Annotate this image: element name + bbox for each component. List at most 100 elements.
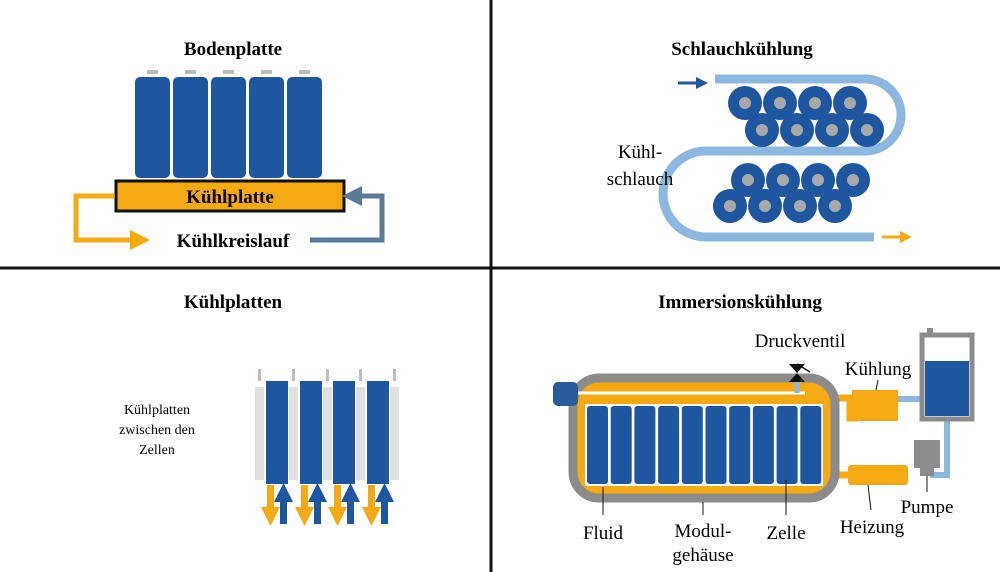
plates-and-cells: [255, 369, 399, 526]
cell-core: [812, 174, 824, 186]
coolant-down-arrow: [261, 485, 280, 526]
busbar-tab: [804, 395, 818, 401]
immersed-cell: [729, 406, 751, 484]
cooling-plate: [255, 387, 264, 480]
cell-core: [847, 174, 859, 186]
fluid-label: Fluid: [583, 523, 624, 544]
immersed-cell: [610, 406, 632, 484]
cell-core: [826, 124, 838, 136]
plate-terminal: [393, 369, 396, 381]
outflow-arrow: [73, 193, 150, 250]
immersed-cell: [705, 406, 727, 484]
cell-core: [844, 97, 856, 109]
immersionskuehlung-panel: Immersionskühlung Druckventil Kühlung Pu…: [553, 292, 975, 566]
cell-core: [742, 174, 754, 186]
battery-cell: [173, 77, 208, 178]
valve-label: Druckventil: [755, 331, 846, 352]
cooling-plate: [390, 387, 399, 480]
bodenplatte-title: Bodenplatte: [184, 39, 282, 60]
cooler-unit: [852, 390, 898, 421]
busbar-tab: [756, 395, 770, 401]
cell-core: [759, 200, 771, 212]
plates-label-line2: zwischen den: [119, 423, 195, 438]
busbar-tab: [662, 395, 676, 401]
kuehlplatten-title: Kühlplatten: [184, 292, 283, 313]
immersed-cell: [634, 406, 656, 484]
battery-cell: [333, 381, 355, 484]
coolant-down-arrow: [362, 485, 381, 526]
immersed-cells: [587, 395, 822, 484]
cell-core: [794, 200, 806, 212]
immersed-cell: [776, 406, 798, 484]
battery-cell: [300, 381, 322, 484]
schlauchkuehlung-panel: Schlauchkühlung Kühl- schlauch: [607, 39, 912, 243]
reservoir-fluid: [925, 361, 969, 416]
battery-cells: [135, 70, 322, 178]
battery-cell: [266, 381, 288, 484]
cell-terminal: [223, 70, 234, 74]
plate-terminal: [292, 369, 295, 381]
cell-core: [861, 124, 873, 136]
cell-core: [724, 200, 736, 212]
battery-cell: [249, 77, 284, 178]
coolant-down-arrow: [295, 485, 314, 526]
pump-label: Pumpe: [901, 497, 954, 518]
hose-label-line2: schlauch: [607, 169, 674, 190]
plate-terminal: [359, 369, 362, 381]
cell-terminal: [147, 70, 158, 74]
plate-terminal: [258, 369, 261, 381]
immersed-cell: [658, 406, 680, 484]
cell-terminal: [261, 70, 272, 74]
schlauchkuehlung-title: Schlauchkühlung: [671, 39, 813, 60]
plate-terminal: [326, 369, 329, 381]
plates-label-line3: Zellen: [139, 443, 175, 458]
busbar-tab: [780, 395, 794, 401]
immersed-cell: [587, 406, 608, 484]
return-arrow: [310, 186, 385, 243]
coolant-pipes: [896, 396, 950, 478]
cell-label: Zelle: [766, 523, 805, 544]
cell-core: [774, 97, 786, 109]
pressure-valve-icon: [789, 364, 805, 382]
cooling-plate: [356, 387, 365, 480]
cell-terminal: [299, 70, 310, 74]
busbar-tab: [591, 395, 604, 401]
immersed-cell: [752, 406, 774, 484]
busbar-tab: [733, 395, 747, 401]
busbar-tab: [638, 395, 652, 401]
cell-terminal: [185, 70, 196, 74]
cooling-label: Kühlung: [845, 359, 912, 380]
cell-core: [777, 174, 789, 186]
cell-core: [791, 124, 803, 136]
coolant-up-arrow: [274, 483, 293, 524]
busbar-tab: [614, 395, 628, 401]
cooling-circuit-label: Kühlkreislauf: [177, 231, 290, 252]
battery-cell: [367, 381, 389, 484]
coolant-up-arrow: [341, 483, 360, 524]
hose-label-line1: Kühl-: [618, 142, 662, 163]
round-cells: [713, 86, 884, 223]
battery-cell: [287, 77, 322, 178]
coolant-up-arrow: [308, 483, 327, 524]
connector-cap: [553, 382, 578, 406]
cell-core: [809, 97, 821, 109]
cell-core: [756, 124, 768, 136]
immersion-title: Immersionskühlung: [658, 292, 822, 313]
kuehlplatten-panel: Kühlplatten Kühlplatten zwischen den Zel…: [119, 292, 399, 526]
housing-label-line1: Modul-: [675, 521, 732, 542]
battery-cell: [135, 77, 170, 178]
battery-cell: [211, 77, 246, 178]
cooling-plate: [289, 387, 298, 480]
cooling-plate-label: Kühlplatte: [186, 187, 274, 208]
pump-unit: [914, 440, 940, 468]
coolant-down-arrow: [328, 485, 347, 526]
cooling-plate: [323, 387, 332, 480]
coolant-up-arrow: [375, 483, 394, 524]
heater-unit: [848, 465, 908, 485]
immersed-cell: [681, 406, 703, 484]
heating-label: Heizung: [840, 517, 905, 538]
cell-core: [739, 97, 751, 109]
cooling-hose: [658, 74, 906, 242]
bodenplatte-panel: Bodenplatte Kühlplatte Kühlkreislauf: [73, 39, 385, 252]
